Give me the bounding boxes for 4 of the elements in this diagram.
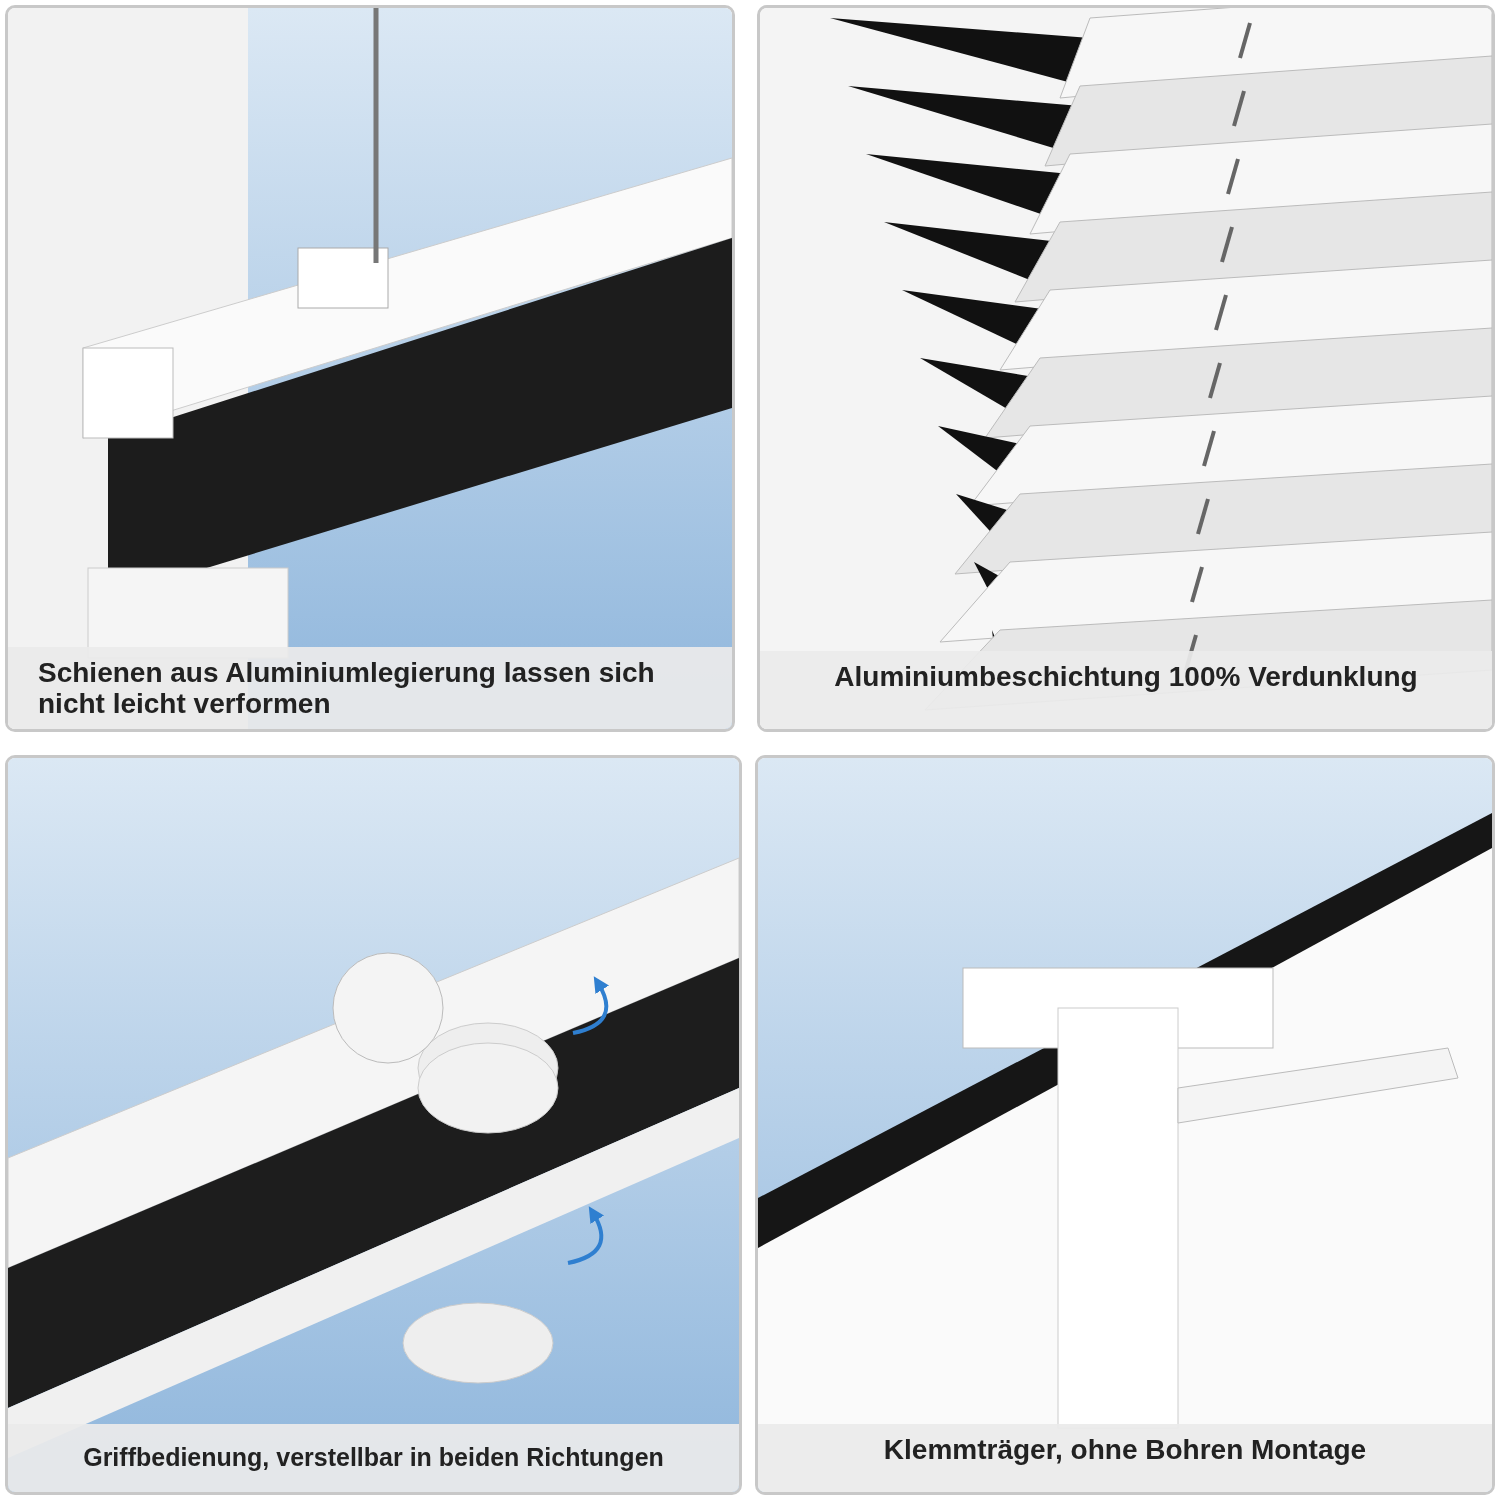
node-label: Klemmträger, ohne Bohren Montage — [758, 1424, 1492, 1492]
node-label: Griffbedienung, verstellbar in beiden Richtungen — [8, 1424, 739, 1492]
node-label: Schienen aus Aluminiumlegierung lassen sich nicht leicht verformen — [8, 647, 732, 729]
node-label: Aluminiumbeschichtung 100% Verdunklung — [760, 651, 1492, 729]
